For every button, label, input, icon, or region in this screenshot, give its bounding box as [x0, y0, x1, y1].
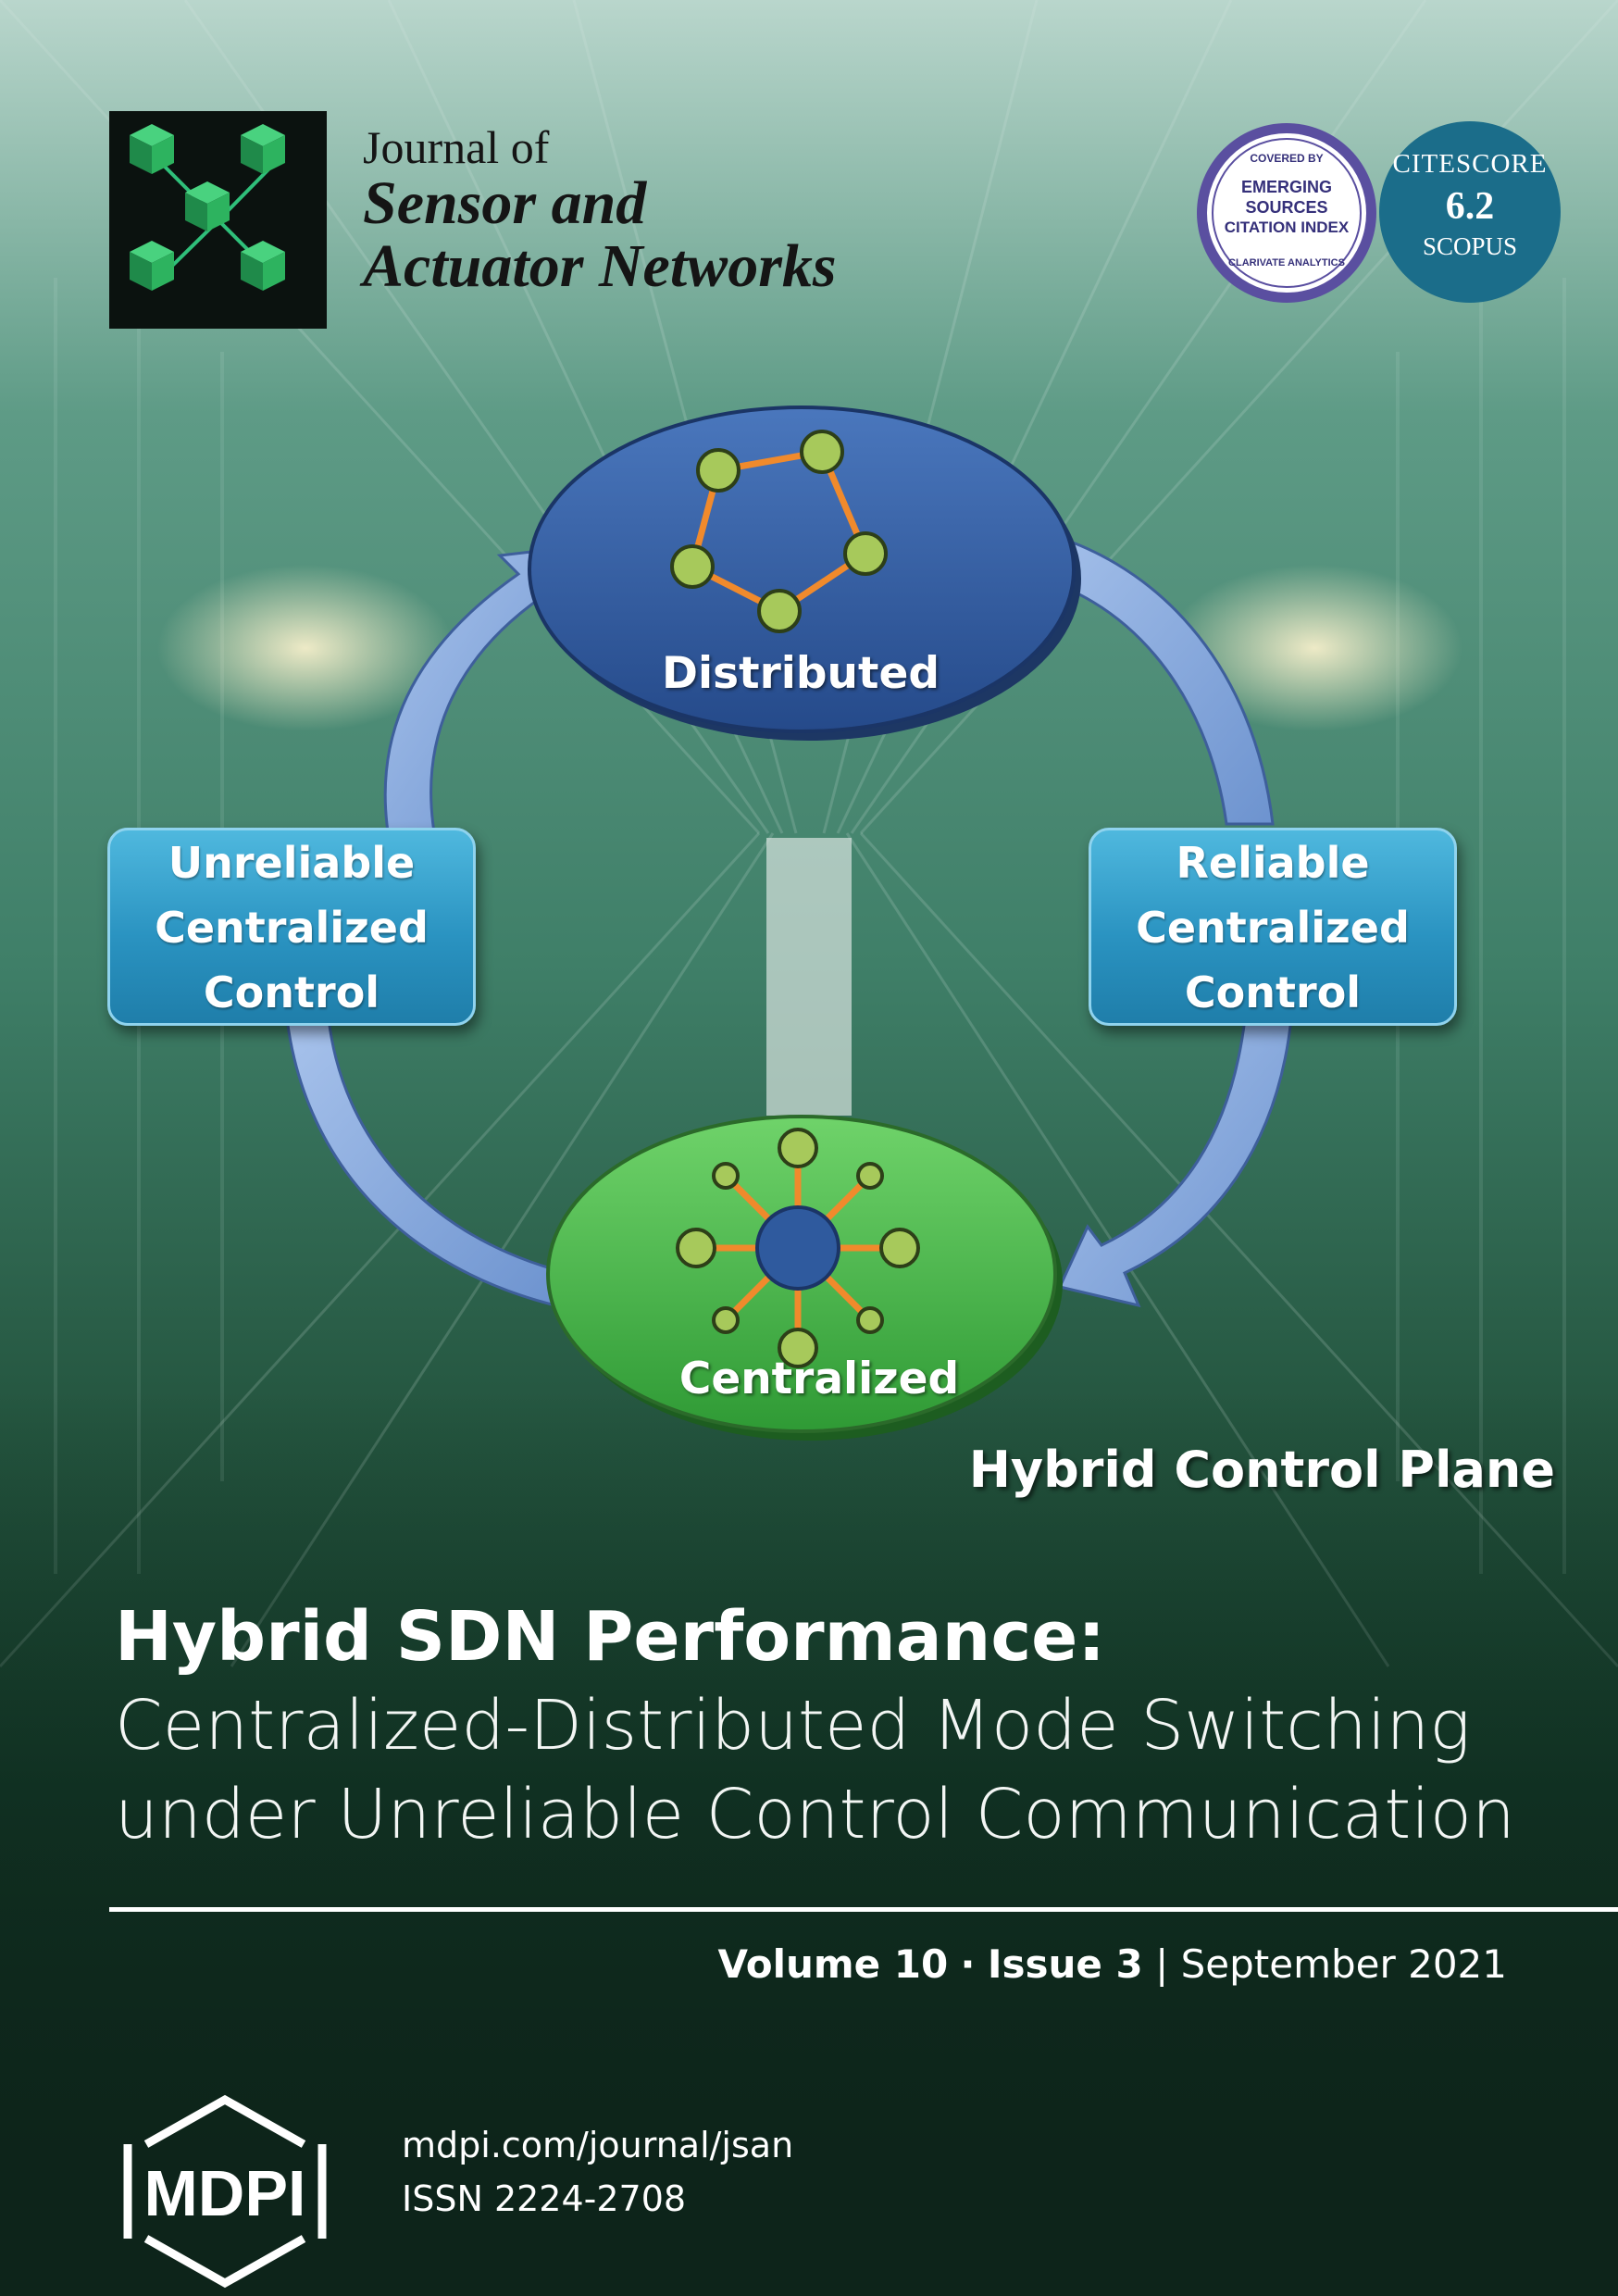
esci-line: SOURCES — [1245, 198, 1328, 217]
unreliable-centralized-control-box: Unreliable Centralized Control — [107, 828, 476, 1026]
cube-network-icon — [130, 124, 285, 291]
citescore-badge: CITESCORE 6.2 SCOPUS — [1379, 121, 1561, 303]
citescore-value: 6.2 — [1445, 185, 1495, 228]
centralized-label: Centralized — [678, 1354, 960, 1404]
issue-info: Volume 10 · Issue 3 | September 2021 — [555, 1941, 1508, 1987]
issue-divider: | — [1155, 1941, 1169, 1987]
volume: Volume 10 — [717, 1941, 949, 1987]
peer-ring-icon — [670, 430, 888, 633]
esci-seal-icon — [1197, 123, 1376, 303]
arrow-right-upper-icon — [1016, 526, 1275, 826]
citescore-label: CITESCORE — [1392, 149, 1548, 179]
esci-bottom: CLARIVATE ANALYTICS — [1228, 257, 1345, 268]
box-line: Centralized — [155, 903, 429, 953]
issue-date: September 2021 — [1180, 1941, 1507, 1987]
box-line: Reliable — [1176, 838, 1370, 888]
distributed-node — [528, 406, 1081, 741]
box-line: Control — [1184, 967, 1362, 1017]
issue-number: Issue 3 — [987, 1941, 1143, 1987]
box-line: Control — [203, 967, 380, 1017]
journal-title-line: Sensor and — [363, 169, 647, 237]
box-line: Centralized — [1136, 903, 1410, 953]
journal-title-line: Actuator Networks — [363, 232, 837, 300]
arrow-right-lower-icon — [1057, 1017, 1293, 1308]
distributed-label: Distributed — [662, 648, 940, 699]
hub-and-spoke-icon — [676, 1128, 920, 1368]
esci-line: EMERGING — [1240, 178, 1332, 196]
journal-logo — [109, 111, 327, 329]
box-line: Unreliable — [168, 838, 416, 888]
reliable-centralized-control-box: Reliable Centralized Control — [1089, 828, 1457, 1026]
hybrid-control-plane-diagram — [285, 406, 1293, 1441]
esci-line: CITATION INDEX — [1224, 218, 1350, 236]
centralized-node — [546, 1115, 1063, 1441]
journal-url[interactable]: mdpi.com/journal/jsan — [402, 2125, 794, 2165]
article-title: Hybrid SDN Performance: Centralized-Dist… — [115, 1592, 1559, 1859]
arrow-left-lower-icon — [285, 1017, 557, 1307]
journal-title-line: Journal of — [363, 121, 550, 173]
citescore-source: SCOPUS — [1422, 232, 1518, 260]
article-subtitle-line: under Unreliable Control Communication — [115, 1775, 1515, 1854]
footer-info: mdpi.com/journal/jsan ISSN 2224-2708 — [402, 2118, 793, 2226]
esci-top: COVERED BY — [1250, 152, 1324, 165]
issn: ISSN 2224-2708 — [402, 2178, 687, 2219]
esci-badge: COVERED BY EMERGING SOURCES CITATION IND… — [1194, 120, 1379, 306]
article-headline: Hybrid SDN Performance: — [115, 1597, 1105, 1677]
issue-separator: · — [960, 1941, 976, 1987]
diagram-caption: Hybrid Control Plane — [968, 1441, 1555, 1499]
article-subtitle-line: Centralized-Distributed Mode Switching — [115, 1686, 1471, 1766]
mdpi-wordmark: MDPI — [144, 2157, 306, 2229]
mdpi-logo: MDPI — [109, 2090, 341, 2292]
mdpi-hexagon-logo-icon: MDPI — [123, 2094, 327, 2289]
divider-rule — [109, 1907, 1618, 1912]
journal-title: Journal of Sensor and Actuator Networks — [363, 122, 837, 298]
